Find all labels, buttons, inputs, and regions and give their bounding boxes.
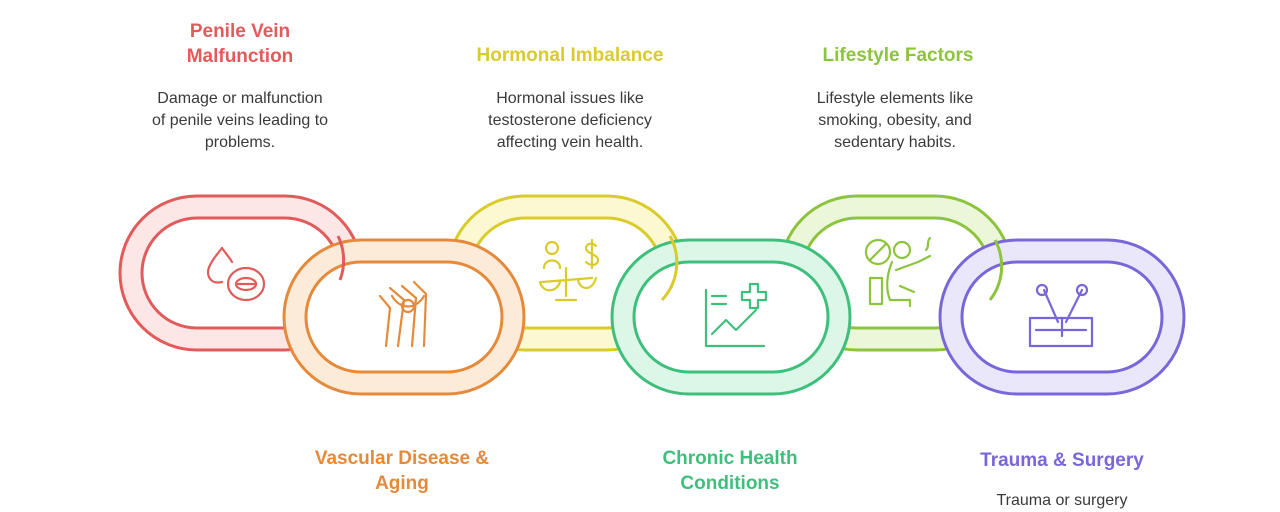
blood-drop-cell-icon bbox=[206, 246, 266, 302]
factor-title-chronic-health-conditions: Chronic Health Conditions bbox=[662, 448, 798, 494]
factor-title-penile-vein-malfunction: Penile Vein Malfunction bbox=[186, 21, 294, 67]
balance-scale-icon bbox=[538, 238, 600, 302]
factor-description-trauma-surgery: Trauma or surgery bbox=[996, 492, 1128, 509]
factor-title-lifestyle-factors: Lifestyle Factors bbox=[822, 45, 974, 66]
smoking-person-icon bbox=[864, 236, 932, 308]
chain-link-vascular-disease-aging bbox=[282, 238, 526, 396]
chain-link-chronic-health-conditions bbox=[610, 238, 852, 396]
health-chart-icon bbox=[704, 282, 768, 348]
factor-title-vascular-disease-aging: Vascular Disease & Aging bbox=[314, 448, 490, 494]
factor-description-lifestyle-factors: Lifestyle elements like smoking, obesity… bbox=[816, 90, 974, 151]
chain-diagram bbox=[118, 194, 1186, 396]
factor-description-penile-vein-malfunction: Damage or malfunction of penile veins le… bbox=[151, 90, 329, 151]
surgical-tools-icon bbox=[1028, 283, 1094, 348]
factor-title-trauma-surgery: Trauma & Surgery bbox=[980, 450, 1144, 471]
factor-description-hormonal-imbalance: Hormonal issues like testosterone defici… bbox=[488, 90, 652, 151]
factor-title-hormonal-imbalance: Hormonal Imbalance bbox=[476, 45, 664, 66]
knee-joint-icon bbox=[378, 280, 428, 348]
